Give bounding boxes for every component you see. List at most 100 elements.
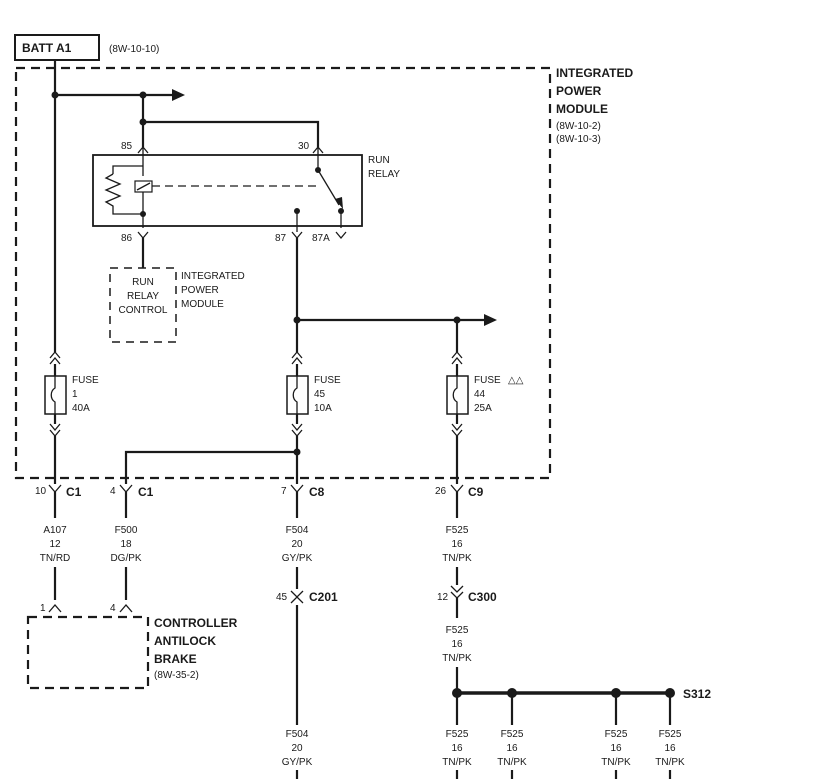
pin-87a-label: 87A	[312, 233, 330, 244]
relay-control-1: RUN	[132, 277, 154, 288]
fuse-44-element	[452, 376, 458, 414]
c300-pin: 12	[437, 592, 449, 603]
run-relay-name-1: RUN	[368, 155, 390, 166]
connector-c1-pin4	[119, 484, 133, 493]
f500-gauge: 18	[120, 539, 132, 550]
f525-b1-circuit: F525	[446, 729, 469, 740]
pin-87-terminal	[291, 231, 303, 240]
fuse-1-element	[50, 376, 56, 414]
f504-top-color: GY/PK	[282, 553, 313, 564]
relay-control-owner-2: POWER	[181, 285, 219, 296]
relay-coil-zigzag	[104, 173, 143, 215]
ipm-boundary	[14, 66, 552, 480]
fuse-45-label: FUSE	[314, 375, 341, 386]
c9-pin: 26	[435, 486, 447, 497]
c1-a-pin: 10	[35, 486, 47, 497]
abs-pin4-terminal	[119, 604, 133, 613]
c8-name: C8	[309, 485, 325, 499]
fuse-44-rating: 25A	[474, 403, 492, 414]
ipm-ref-2: (8W-10-3)	[556, 134, 601, 145]
arrow-right	[172, 89, 185, 101]
abs-pin4: 4	[110, 603, 116, 614]
connector-c1-pin10	[48, 484, 62, 493]
f525-b3-circuit: F525	[605, 729, 628, 740]
f504-top-gauge: 20	[291, 539, 303, 550]
f525-b4-gauge: 16	[664, 743, 676, 754]
batt-label: BATT A1	[22, 41, 72, 55]
splice-dot	[140, 211, 146, 217]
fuse-45-element	[292, 376, 298, 414]
ipm-ref-1: (8W-10-2)	[556, 121, 601, 132]
fuse-44-bottom-connector	[451, 423, 463, 438]
abs-line-3: BRAKE	[154, 652, 197, 666]
connector-c8-pin7	[290, 484, 304, 493]
a107-circuit: A107	[43, 525, 67, 536]
connector-c300	[450, 585, 464, 599]
f525-top-color: TN/PK	[442, 553, 472, 564]
connector-c9-pin26	[450, 484, 464, 493]
relay-30-feed-wire	[143, 120, 320, 147]
f525-b2-color: TN/PK	[497, 757, 527, 768]
relay-control-owner-1: INTEGRATED	[181, 271, 245, 282]
c300-name: C300	[468, 590, 497, 604]
arrow-right	[484, 314, 497, 326]
ipm-title-1: INTEGRATED	[556, 66, 633, 80]
f504-top-circuit: F504	[286, 525, 309, 536]
fuse-45-top-connector	[291, 350, 303, 365]
f525-b1-color: TN/PK	[442, 757, 472, 768]
f500-color: DG/PK	[110, 553, 141, 564]
a107-color: TN/RD	[40, 553, 71, 564]
c201-pin: 45	[276, 592, 288, 603]
fuse-45-bottom-connector	[291, 423, 303, 438]
f525-b2-circuit: F525	[501, 729, 524, 740]
fuse-1-bottom-connector	[49, 423, 61, 438]
fuse-1-label: FUSE	[72, 375, 99, 386]
f525-mid-circuit: F525	[446, 625, 469, 636]
abs-line-2: ANTILOCK	[154, 634, 216, 648]
relay-control-box	[109, 267, 177, 343]
ipm-title-2: POWER	[556, 84, 602, 98]
ipm-title-3: MODULE	[556, 102, 608, 116]
fuse-44-note: △△	[508, 375, 524, 386]
relay-control-owner-3: MODULE	[181, 299, 224, 310]
abs-pin1: 1	[40, 603, 46, 614]
relay-control-3: CONTROL	[119, 305, 168, 316]
pin-86-label: 86	[121, 233, 133, 244]
f525-b3-gauge: 16	[610, 743, 622, 754]
f500-feed-wire	[124, 450, 297, 484]
fuse-1-rating: 40A	[72, 403, 90, 414]
a107-gauge: 12	[49, 539, 61, 550]
run-relay-name-2: RELAY	[368, 169, 400, 180]
pin-87a-terminal	[335, 231, 347, 240]
f525-top-gauge: 16	[451, 539, 463, 550]
fuse-45-number: 45	[314, 389, 326, 400]
f504-bottom-gauge: 20	[291, 743, 303, 754]
fuse-1-number: 1	[72, 389, 78, 400]
relay-control-2: RELAY	[127, 291, 159, 302]
fuse-1-top-connector	[49, 350, 61, 365]
relay-switch-arrow	[335, 197, 343, 209]
pin-87-label: 87	[275, 233, 287, 244]
relay-coil-diagonal	[136, 182, 151, 191]
f525-top-circuit: F525	[446, 525, 469, 536]
pin-85-label: 85	[121, 141, 133, 152]
s312-name: S312	[683, 687, 711, 701]
f525-b1-gauge: 16	[451, 743, 463, 754]
abs-controller-box	[26, 615, 150, 690]
f525-b4-circuit: F525	[659, 729, 682, 740]
fuse-44-top-connector	[451, 350, 463, 365]
fuse-44-number: 44	[474, 389, 486, 400]
batt-label-box	[14, 34, 100, 61]
batt-ref: (8W-10-10)	[109, 44, 159, 55]
c1-b-name: C1	[138, 485, 154, 499]
f504-bottom-color: GY/PK	[282, 757, 313, 768]
run-relay-box	[92, 154, 363, 227]
abs-pin1-terminal	[48, 604, 62, 613]
f500-circuit: F500	[115, 525, 138, 536]
abs-line-1: CONTROLLER	[154, 616, 238, 630]
f525-b2-gauge: 16	[506, 743, 518, 754]
relay-coil-left-wire	[112, 165, 143, 174]
abs-ref: (8W-35-2)	[154, 670, 199, 681]
connector-c201	[290, 590, 304, 604]
